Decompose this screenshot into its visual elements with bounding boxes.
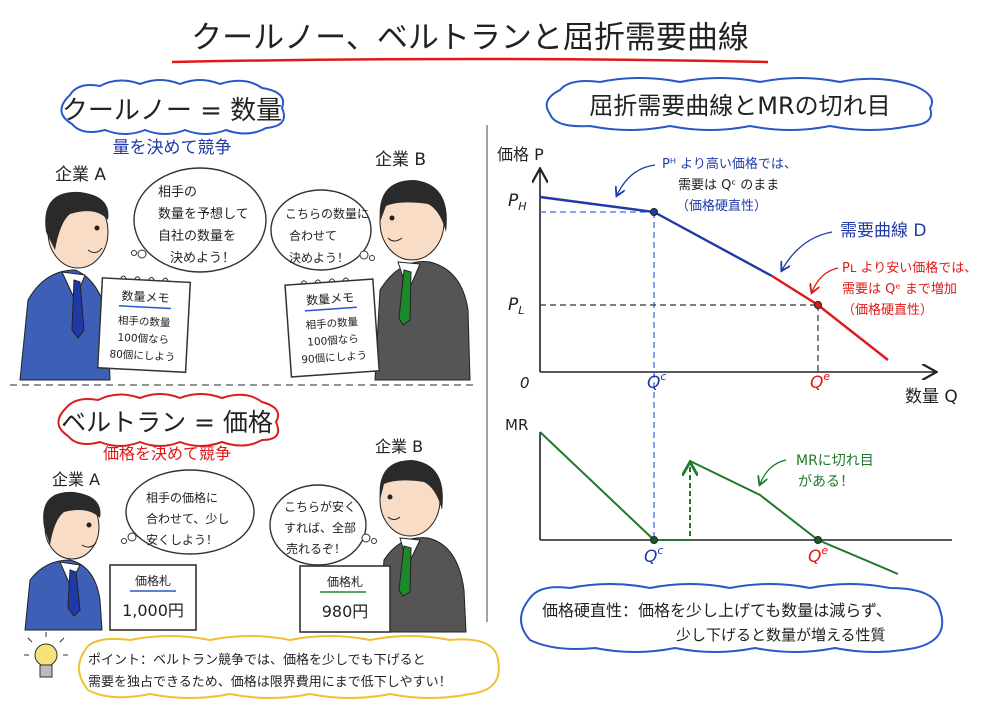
- mr-qc-label: Qc: [644, 544, 663, 567]
- kink-point: [650, 208, 658, 216]
- bubble-text: 合わせて、少し: [146, 511, 229, 526]
- memo-line: 100個なら: [117, 331, 169, 347]
- qe-label: Qe: [810, 370, 830, 393]
- demand-chart: 価格 P 数量 Q 0 PH PL Qc Qe Pᴴ より高い価格では、 需要は…: [497, 145, 977, 540]
- annotation-text: 需要は Qᶜ のまま: [678, 178, 779, 193]
- price-tag-value: 980円: [322, 602, 369, 621]
- cournot-memo-a: 数量メモ 相手の数量 100個なら 80個にしよう: [96, 275, 192, 374]
- cournot-section: クールノー = 数量 量を決めて競争 企業 A 企業 B 相手の 数量を予想して…: [19, 79, 471, 381]
- mr-gap-annotation: MRに切れ目 がある！: [760, 453, 874, 490]
- point-text: ポイント：ベルトラン競争では、価格を少しでも下げると: [88, 652, 426, 668]
- annotation-text: Pᴴ より高い価格では、: [662, 156, 797, 172]
- title-text: クールノー、ベルトランと屈折需要曲線: [191, 20, 749, 56]
- annotation-text: Pʟ より安い価格では、: [842, 260, 977, 276]
- bubble-text: こちらの数量に: [285, 206, 369, 221]
- qc-label: Qc: [647, 370, 666, 393]
- price-tag-title: 価格札: [135, 573, 171, 588]
- memo-title: 数量メモ: [121, 288, 170, 305]
- price-tag-title: 価格札: [327, 574, 363, 589]
- memo-line: 100個なら: [307, 332, 359, 349]
- memo-line: 相手の数量: [118, 314, 172, 330]
- mr-gap-arrow: [654, 464, 690, 541]
- mr-upper-segment: [539, 431, 655, 541]
- page-title: クールノー、ベルトランと屈折需要曲線: [171, 20, 769, 64]
- kinked-demand-section: 屈折需要曲線とMRの切れ目 価格 P 数量 Q 0 PH PL Qc Qe Pᴴ…: [497, 77, 977, 653]
- bertrand-thought-bubble-a: 相手の価格に 合わせて、少し 安くしよう！: [121, 469, 255, 555]
- point-callout: ポイント：ベルトラン競争では、価格を少しでも下げると 需要を独占できるため、価格…: [24, 632, 500, 699]
- ph-label: PH: [508, 191, 527, 213]
- price-rigidity-definition: 価格硬直性：価格を少し上げても数量は減らず、 少し下げると数量が増える性質: [520, 583, 944, 653]
- mr-qe-point: [814, 536, 822, 544]
- pl-point: [814, 301, 822, 309]
- memo-line: 90個にしよう: [301, 349, 368, 367]
- memo-title: 数量メモ: [306, 289, 355, 307]
- annotation-text: （価格硬直性）: [842, 302, 933, 318]
- bertrand-thought-bubble-b: こちらが安く すれば、全部 売れるぞ！: [269, 484, 377, 566]
- point-cloud: [78, 635, 500, 699]
- bubble-text: 決めよう！: [289, 251, 349, 265]
- annotation-text: MRに切れ目: [796, 453, 874, 469]
- demand-curve-label-text: 需要曲線 D: [840, 221, 927, 241]
- cournot-firm-a-label: 企業 A: [55, 165, 106, 185]
- cournot-heading: クールノー = 数量: [62, 96, 282, 126]
- mr-axis-label: MR: [505, 416, 528, 434]
- bubble-text: こちらが安く: [284, 499, 356, 514]
- bertrand-firm-b-label: 企業 B: [375, 437, 423, 456]
- mr-lower-segment: [689, 460, 899, 575]
- lightbulb-icon: [24, 632, 68, 678]
- definition-text: 価格硬直性：価格を少し上げても数量は減らず、: [542, 601, 892, 620]
- bubble-text: 決めよう！: [170, 251, 235, 266]
- annotation-text: 需要は Qᵉ まで増加: [842, 282, 957, 297]
- origin-label: 0: [520, 374, 530, 392]
- mr-qc-point: [650, 536, 658, 544]
- bubble-text: 相手の価格に: [146, 490, 218, 505]
- cournot-thought-bubble-b: こちらの数量に 合わせて 決めよう！: [270, 189, 375, 271]
- annotation-text: がある！: [798, 474, 854, 490]
- price-tag-value: 1,000円: [122, 601, 184, 620]
- definition-text: 少し下げると数量が増える性質: [676, 626, 886, 644]
- mr-qe-label: Qe: [808, 544, 828, 567]
- cournot-cloud: [60, 79, 285, 135]
- bertrand-subtitle: 価格を決めて競争: [103, 444, 231, 463]
- definition-cloud: [520, 583, 944, 653]
- bertrand-heading: ベルトラン = 価格: [61, 408, 273, 437]
- bertrand-firm-a-label: 企業 A: [52, 470, 100, 489]
- title-underline: [171, 57, 769, 64]
- annotation-text: （価格硬直性）: [676, 198, 767, 214]
- memo-line: 80個にしよう: [109, 347, 175, 363]
- demand-curve-label: 需要曲線 D: [782, 221, 927, 270]
- bubble-text: 売れるぞ！: [286, 541, 346, 556]
- cournot-thought-bubble-a: 相手の 数量を予想して 自社の数量を 決めよう！: [131, 167, 267, 273]
- memo-line: 相手の数量: [305, 315, 359, 332]
- price-axis-label: 価格 P: [497, 145, 544, 164]
- kinked-cloud: [545, 77, 934, 131]
- bubble-text: 自社の数量を: [158, 228, 236, 244]
- kinked-heading: 屈折需要曲線とMRの切れ目: [589, 92, 890, 120]
- cournot-subtitle: 量を決めて競争: [113, 138, 232, 158]
- bertrand-cloud: [57, 393, 280, 447]
- cournot-firm-b-label: 企業 B: [375, 150, 426, 170]
- low-price-annotation: Pʟ より安い価格では、 需要は Qᵉ まで増加 （価格硬直性）: [812, 260, 977, 318]
- pl-label: PL: [508, 295, 524, 317]
- businessman-b-illustration: [377, 460, 467, 633]
- price-tag-a: 価格札 1,000円: [109, 564, 197, 631]
- businessman-b-illustration: [374, 180, 471, 381]
- cournot-memo-b: 数量メモ 相手の数量 100個なら 90個にしよう: [284, 277, 381, 378]
- bubble-text: 安くしよう！: [146, 532, 218, 547]
- businessman-a-illustration: [19, 191, 111, 381]
- quantity-axis-label: 数量 Q: [905, 387, 958, 407]
- bubble-text: すれば、全部: [284, 520, 356, 535]
- bubble-text: 相手の: [158, 185, 197, 200]
- businessman-a-illustration: [24, 491, 103, 631]
- high-price-annotation: Pᴴ より高い価格では、 需要は Qᶜ のまま （価格硬直性）: [617, 156, 797, 214]
- mr-chart: MR Qc Qe MRに切れ目 がある！: [505, 416, 952, 575]
- bertrand-section: ベルトラン = 価格 価格を決めて競争 企業 A 企業 B 相手の価格に 合わせ…: [24, 393, 467, 633]
- point-text: 需要を独占できるため、価格は限界費用にまで低下しやすい！: [88, 674, 452, 690]
- price-tag-b: 価格札 980円: [299, 565, 391, 633]
- bubble-text: 合わせて: [289, 228, 337, 243]
- bubble-text: 数量を予想して: [158, 206, 249, 222]
